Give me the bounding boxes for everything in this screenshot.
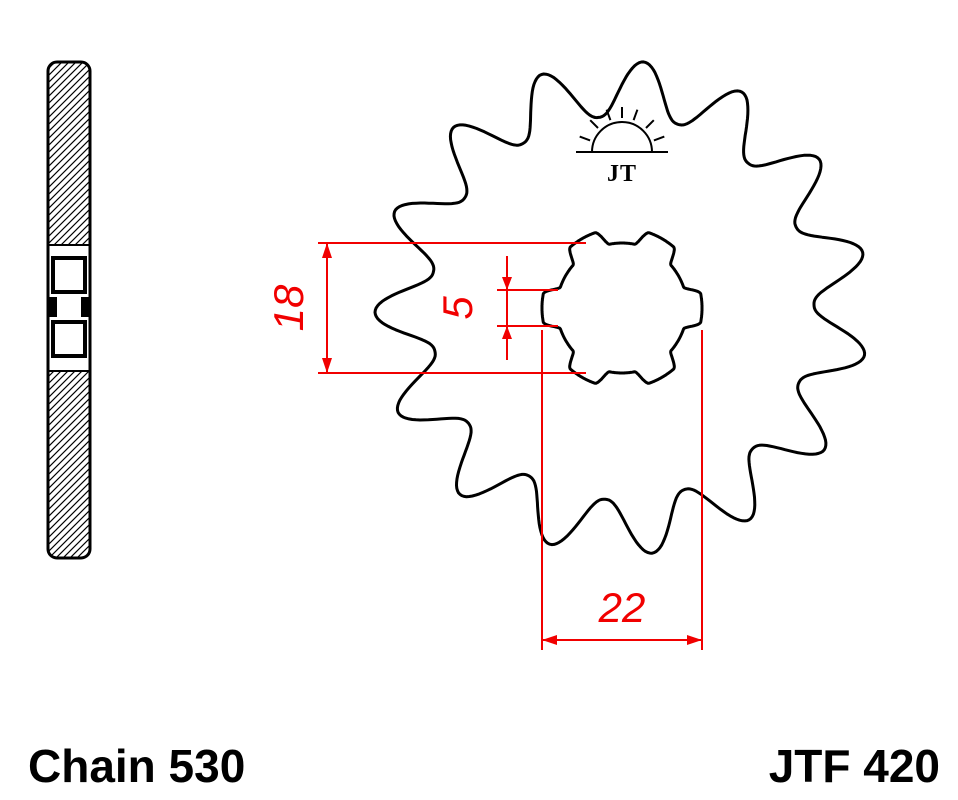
hatch-line	[48, 145, 90, 189]
hatch-line	[48, 509, 90, 553]
logo-text: JT	[607, 161, 637, 187]
chain-size-label: Chain 530	[28, 740, 245, 792]
hatch-line	[48, 460, 90, 504]
sun-ray-icon	[645, 119, 655, 129]
hatch-line	[48, 566, 90, 608]
hatch-line	[48, 390, 90, 434]
sun-ray-icon	[589, 119, 599, 129]
spline-bore-outline	[540, 231, 704, 385]
hatch-line	[48, 488, 90, 532]
hatch-line	[48, 110, 90, 154]
hatch-line	[48, 495, 90, 539]
dimension-22: 22	[541, 330, 703, 650]
dimension-5-label: 5	[434, 296, 481, 320]
hatch-line	[48, 530, 90, 558]
arrowhead-up-icon	[322, 243, 332, 258]
hatch-line	[48, 62, 90, 84]
part-number-label: JTF 420	[769, 740, 940, 792]
hatch-line	[48, 439, 90, 483]
sprocket-front-view	[373, 60, 867, 555]
hatch-line	[48, 411, 90, 455]
hatch-line	[48, 62, 90, 91]
hatch-line	[48, 502, 90, 546]
arrowhead-left-icon	[542, 635, 557, 645]
hatch-line	[48, 369, 90, 413]
sun-ray-icon	[579, 135, 591, 142]
sun-ray-icon	[605, 109, 612, 121]
dimension-22-label: 22	[598, 584, 646, 631]
hatch-line	[48, 75, 90, 119]
arrowhead-right-icon	[687, 635, 702, 645]
hatch-line	[48, 117, 90, 161]
hatch-line	[48, 152, 90, 196]
jt-logo: JT	[576, 107, 668, 187]
hatch-line	[48, 159, 90, 203]
hatch-line	[48, 559, 90, 601]
spline-section-upper	[51, 256, 87, 294]
hatch-line	[48, 89, 90, 133]
sun-ray-icon	[632, 109, 639, 121]
dimension-18-label: 18	[265, 284, 312, 331]
hatch-line	[48, 138, 90, 182]
sun-rays-icon	[579, 107, 665, 142]
hatch-line	[48, 432, 90, 476]
hatch-line	[48, 383, 90, 427]
side-view-outline	[46, 60, 92, 560]
hatch-line	[48, 397, 90, 441]
hatch-line	[48, 124, 90, 168]
arrowhead-down-icon	[322, 358, 332, 373]
hatch-line	[48, 376, 90, 420]
hatch-line	[48, 62, 90, 98]
hatch-line	[48, 453, 90, 497]
hatch-line	[48, 481, 90, 525]
dimension-5: 5	[434, 256, 558, 360]
spline-key-right	[81, 297, 90, 317]
hatch-line	[48, 201, 90, 245]
hatch-line	[48, 166, 90, 210]
hatch-line	[48, 180, 90, 224]
sun-ray-icon	[653, 135, 665, 142]
hatch-line	[48, 446, 90, 490]
hatch-line	[48, 467, 90, 511]
hatch-line	[48, 404, 90, 448]
hatch-line	[48, 523, 90, 558]
hatch-line	[48, 187, 90, 231]
hatch-line	[48, 68, 90, 112]
arrowhead-up-icon	[502, 326, 512, 339]
hatch-line	[48, 131, 90, 175]
hatch-line	[48, 62, 90, 77]
hatch-line	[48, 418, 90, 462]
hatch-line	[48, 82, 90, 126]
spline-key-left	[48, 297, 57, 317]
hatch-line	[48, 62, 90, 63]
hatch-line	[48, 474, 90, 518]
hatch-line	[48, 516, 90, 558]
spline-section-lower	[51, 320, 87, 358]
hatch-line	[48, 425, 90, 469]
hatch-line	[48, 173, 90, 217]
hatch-line	[48, 544, 90, 558]
arrowhead-down-icon	[502, 277, 512, 290]
sprocket-side-view	[46, 60, 92, 608]
hatch-line	[48, 103, 90, 147]
hatch-line	[48, 537, 90, 558]
hatch-line	[48, 62, 90, 105]
sun-arc-icon	[591, 121, 653, 153]
hatch-line	[48, 96, 90, 140]
hatch-line	[48, 194, 90, 238]
